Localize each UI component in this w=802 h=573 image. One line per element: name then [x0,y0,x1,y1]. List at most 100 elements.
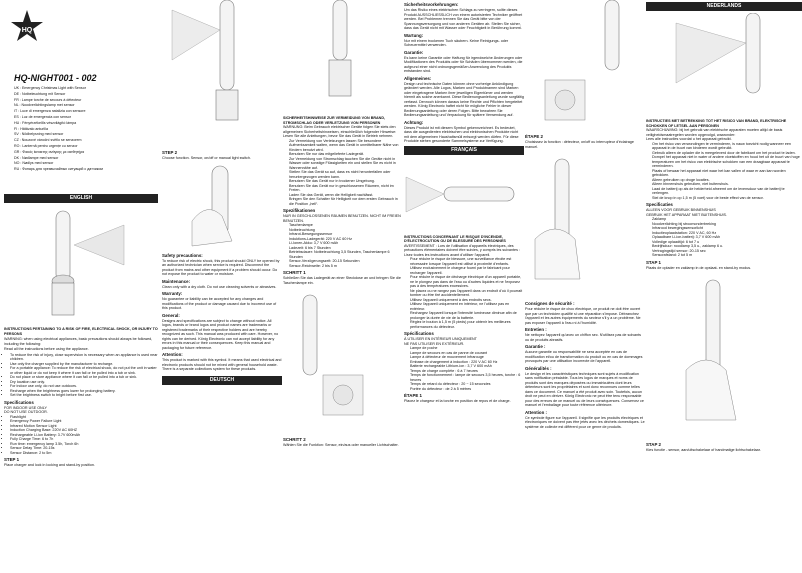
de-spec-title: Spezifikationen [283,208,316,213]
list-item: Stellen Sie das Gerät so auf, dass es ni… [289,170,403,179]
fr-step1-title: ÉTAPE 1 [404,393,422,398]
fr-attention-text: Ce symbole figure sur l'appareil. Il sig… [525,415,645,429]
step2-text: Choose function. Sensor, on/off or manua… [162,156,251,160]
illustration-nl-hand [646,270,802,440]
de-warranty-title: Garantie: [404,49,424,55]
flashlight-icon [685,279,737,421]
list-item: Temps de charge complète : 6 à 7 heures [410,369,524,374]
list-item: Sensor Distance: 2 to 5m [10,451,158,456]
list-item: Set the brightness switch to bright befo… [10,393,158,398]
list-item: Run time: emergency lamp 3.5h, Torch 6h [10,442,158,447]
list-item: Alleen binnenshuis gebruiken, niet buite… [652,182,802,187]
illustration-fr-hand [525,149,645,299]
flashlight-icon [171,0,239,121]
list-item: Plaats of bewaar het apparaat niet waar … [652,169,802,178]
de-step1-title: SCHRITT 1 [283,270,306,275]
list-item: Benutzen Sie das Gerät nur in trockener … [289,179,403,184]
safety-title: Safety precautions: [162,252,203,258]
de-intro: SICHERHEITSHINWEISE ZUR VERMEIDUNG VON B… [283,116,386,125]
list-item: Stel de knop in op 1,5 m (5 voet) voor d… [652,196,802,201]
list-item: Sensor-Verzögerungszeit: 20-15 Sekunden [289,259,403,264]
language-item: RU : Фонарь для чрезвычайных ситуаций с … [14,167,103,172]
attention-title: Attention: [162,352,183,357]
column-4: Sicherheitsvorkehrungen: Um das Risiko e… [404,0,524,573]
language-item: DK : Nødlampe med sensor [14,155,59,160]
flashlight-icon [51,210,125,316]
list-item: Om het risico van verwondingen te vermin… [652,142,802,151]
flashlight-icon [302,294,364,416]
language-item: GR : Φακός έκτακτης ανάγκης με αισθητήρα [14,149,85,154]
de-step2-text: Wählen Sie die Funktion: Sensor, ein/aus… [283,443,399,447]
language-item: HU : Fényérzékelős vészvilágító lámpa [14,120,77,125]
maintenance-title: Maintenance: [162,278,191,284]
list-item: Vertragingstijd sensor: 20-15 sec [652,249,802,254]
nl-spec-note: ALLEEN VOOR GEBRUIK BINNENSHUIS GEBRUIK … [646,208,728,217]
fr-spec-title: Spécifications [404,331,434,336]
de-attention-title: Achtung: [404,119,424,125]
column-2: STEP 2 Choose function. Sensor, on/off o… [162,0,282,573]
illustration-de-lamp [283,285,403,435]
flashlight-icon [405,176,515,212]
english-spec-note: FOR INDOOR USE ONLY DO NOT USE OUTDOOR. [4,405,48,415]
de-general-text: Design und technische Daten können ohne … [404,81,524,118]
list-item: Oplaadbare Li-ion-batterij: 3,7 V 600 mA… [652,235,802,240]
english-spec-list: FlashlightEmergency Power Failure LightI… [4,415,158,456]
francais-header: FRANÇAIS [404,145,524,155]
flashlight-icon [675,12,761,94]
english-step1-title: STEP 1 [4,457,20,462]
fr-general-text: Le design et les caractéristiques techni… [525,371,644,408]
de-read-all: Lesen Sie alle Anleitungen, bevor Sie da… [283,134,394,138]
list-item: Sensor Delay Time: 20-15s [10,446,158,451]
warranty-title: Warranty: [162,291,183,296]
illustration-step1 [4,205,158,323]
de-maintenance-text: Nur mit einem trockenen Tuch säubern. Ke… [404,38,509,48]
english-warning: WARNING: when using electrical appliance… [4,337,153,346]
list-item: Recharge when the brightness goes lower … [10,389,158,394]
list-item: Betriebsdauer: Notbeleuchtung 3,5 Stunde… [289,250,403,259]
de-step1-text: Schließen Sie das Ladegerät an einer Ste… [283,276,401,285]
list-item: Notbeleuchtung [289,228,403,233]
language-item: SV : Nödbelysning med sensor [14,132,64,137]
de-maintenance-title: Wartung: [404,32,424,38]
list-item: Benutzen Sie das Gerät nur in geschlosse… [289,184,403,193]
english-intro: INSTRUCTIONS PERTAINING TO A RISK OF FIR… [4,327,158,336]
language-item: CZ : Nouzové vánoční světlo se senzorem [14,138,82,143]
nl-step2-text: Kies functie - sensor, aan/uitschakelaar… [646,448,761,452]
illustration-nl-lamp [646,12,802,119]
nederlands-header: NEDERLANDS [646,2,802,11]
fr-safety-text: Pour réduire le risque de choc électriqu… [525,307,641,325]
list-item: Zur Vermeidung von Stromschlag tauchen S… [289,157,403,171]
list-item: Temps de fonctionnement : lampe de secou… [410,373,524,382]
list-item: Alleen gebruiken op droge locaties. [652,178,802,183]
deutsch-header: DEUTSCH [162,375,282,385]
list-item: Taschenlampe [289,223,403,228]
language-item: UK : Emergency Christmas Light with Sens… [14,86,86,90]
list-item: Pour réduire le risque de blessure, une … [410,257,524,266]
list-item: To reduce the risk of injury, close supe… [10,353,158,362]
list-item: Induction Charging Base: 220V AC 60HZ [10,428,158,433]
list-item: Induktions-Ladegerät: 220 V AC 60 Hz [289,237,403,242]
fr-warning: AVERTISSEMENT : Lors de l'utilisation d'… [404,243,521,253]
plug-icon [328,0,352,97]
list-item: Noodverlichting bij stroomonderbreking [652,222,802,227]
plug-icon [191,165,233,246]
illustration-lamp-top [162,0,282,128]
nl-intro: INSTRUCTIES MET BETREKKING TOT HET RISIC… [646,119,787,128]
language-item: NL : Noodverlichtingslamp met sensor [14,103,75,108]
star-logo-icon: HQ [11,10,43,41]
plug-icon [544,0,620,121]
list-item: Gebruik alleen de oplader die is meegele… [652,151,802,156]
column-5: ÉTAPE 2 Choisissez la fonction : détecte… [525,0,645,573]
list-item: Bringen Sie den Schalter für Helligkeit … [289,197,403,206]
english-safety-list: To reduce the risk of injury, close supe… [4,353,158,398]
list-item: Utilisez l'appareil uniquement à des end… [410,298,524,303]
model-number: HQ-NIGHT001 - 002 [14,73,97,83]
list-item: Sensorafstand: 2 tot 5 m [652,253,802,258]
fr-step2-title: ÉTAPE 2 [525,134,543,139]
language-item: ES : Luz de emergencia con sensor [14,114,71,119]
language-item: FR : Lampe torche de secours à détecteur [14,97,82,102]
list-item: For a portable appliance: To reduce the … [10,366,158,375]
de-warning: WARNUNG: Beim Gebrauch elektrischer Gerä… [283,125,397,134]
nl-warning: WAARSCHUWING: bij het gebruik van elektr… [646,128,783,137]
